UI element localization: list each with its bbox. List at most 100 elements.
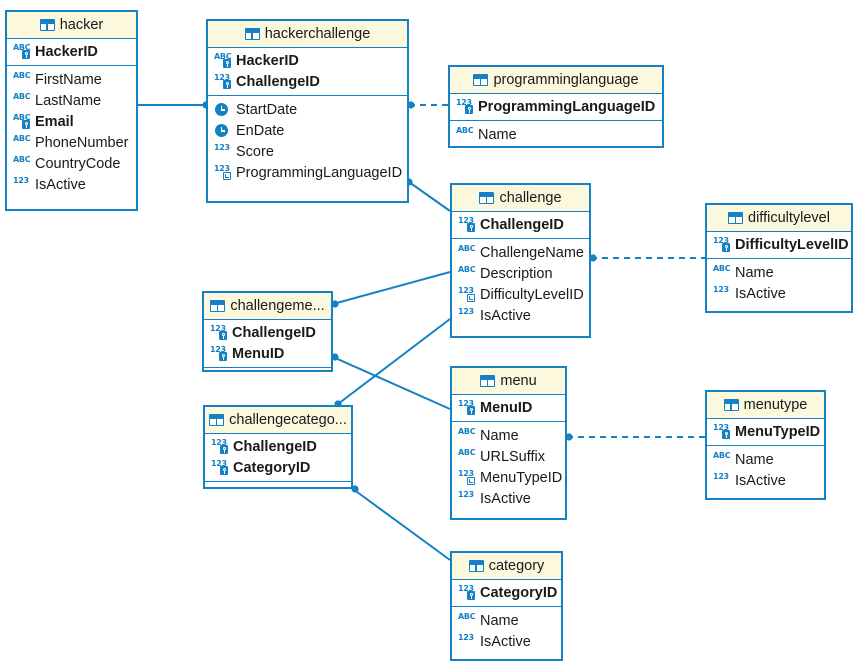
field-label: CategoryID [233,459,311,476]
entity-title-bar[interactable]: difficultylevel [707,205,851,232]
text-icon [458,265,475,282]
field-label: ChallengeID [480,216,564,233]
field-label: IsActive [735,472,786,489]
entity-column-field[interactable]: Name [707,262,851,283]
entity-column-field[interactable]: DifficultyLevelID [452,284,589,305]
entity-title-label: challengecatego... [229,412,347,428]
entity-key-field[interactable]: DifficultyLevelID [707,234,851,255]
entity-key-section: MenuID [452,395,565,422]
text-icon [456,126,473,143]
entity-key-field[interactable]: ChallengeID [208,71,407,92]
entity-column-field[interactable]: ProgrammingLanguageID [208,162,407,183]
entity-key-field[interactable]: MenuTypeID [707,421,824,442]
entity-column-field[interactable]: IsActive [452,305,589,326]
table-icon [209,414,225,426]
entity-key-field[interactable]: CategoryID [452,582,561,603]
entity-column-field[interactable]: FirstName [7,69,136,90]
entity-column-field[interactable]: Email [7,111,136,132]
entity-table-menu[interactable]: menuMenuID NameURLSuffixMenuTypeID IsActiv… [450,366,567,520]
entity-title-bar[interactable]: menu [452,368,565,395]
text-icon [13,92,30,109]
entity-column-section: FirstNameLastNameEmailPhoneNumberCountry… [7,66,136,199]
entity-column-field[interactable]: Name [450,124,662,145]
relationship-line-hackerchallenge-challenge[interactable] [408,181,451,212]
entity-table-hacker[interactable]: hackerHackerID FirstNameLastNameEmailPhon… [5,10,138,211]
entity-column-field[interactable]: IsActive [452,488,565,509]
relationship-line-challengemenu-challenge[interactable] [332,271,451,305]
field-label: IsActive [480,490,531,507]
field-label: MenuTypeID [480,469,563,486]
entity-column-field[interactable]: URLSuffix [452,446,565,467]
entity-table-hackerchallenge[interactable]: hackerchallengeHackerIDChallengeID StartD… [206,19,409,203]
entity-table-challengemenu[interactable]: challengeme...ChallengeIDMenuID [202,291,333,372]
relationship-line-challengecategory-category[interactable] [352,488,451,561]
entity-key-field[interactable]: MenuID [452,397,565,418]
field-label: EnDate [236,122,285,139]
field-label: HackerID [35,43,98,60]
entity-title-label: menu [500,373,537,389]
entity-key-field[interactable]: CategoryID [205,457,351,478]
entity-column-field[interactable]: IsActive [707,283,851,304]
entity-table-challengecategory[interactable]: challengecatego... ChallengeID CategoryID [203,405,353,489]
number-key-icon [458,399,475,416]
field-label: Name [480,612,519,629]
entity-title-bar[interactable]: challengecatego... [205,407,351,434]
entity-column-field[interactable]: IsActive [452,631,561,652]
entity-column-section: NameIsActive [707,446,824,495]
field-label: DifficultyLevelID [480,286,584,303]
entity-key-field[interactable]: ChallengeID [452,214,589,235]
entity-title-bar[interactable]: challenge [452,185,589,212]
relationship-line-challengemenu-menu[interactable] [332,356,451,410]
field-label: Email [35,113,74,130]
field-label: DifficultyLevelID [735,236,849,253]
field-label: Description [480,265,553,282]
entity-key-section: ProgrammingLanguageID [450,94,662,121]
entity-column-field[interactable]: CountryCode [7,153,136,174]
text-icon [458,612,475,629]
entity-title-bar[interactable]: hacker [7,12,136,39]
entity-key-field[interactable]: HackerID [208,50,407,71]
entity-key-field[interactable]: ChallengeID [205,436,351,457]
entity-table-category[interactable]: categoryCategoryID NameIsActive [450,551,563,661]
entity-key-field[interactable]: MenuID [204,343,331,364]
entity-column-field[interactable]: Score [208,141,407,162]
entity-column-section: NameURLSuffixMenuTypeID IsActive [452,422,565,513]
entity-title-bar[interactable]: programminglanguage [450,67,662,94]
entity-key-field[interactable]: ProgrammingLanguageID [450,96,662,117]
entity-column-field[interactable]: IsActive [7,174,136,195]
field-label: CategoryID [480,584,558,601]
number-icon [458,307,475,324]
entity-column-field[interactable]: Name [707,449,824,470]
field-label: ProgrammingLanguageID [236,164,403,181]
entity-key-field[interactable]: ChallengeID [204,322,331,343]
entity-column-field[interactable]: EnDate [208,120,407,141]
entity-column-field[interactable]: Name [452,610,561,631]
entity-title-label: difficultylevel [748,210,830,226]
field-label: IsActive [35,176,86,193]
field-label: FirstName [35,71,102,88]
field-label: ProgrammingLanguageID [478,98,656,115]
entity-column-field[interactable]: LastName [7,90,136,111]
relationship-line-challengecategory-challenge[interactable] [337,318,451,405]
entity-column-field[interactable]: Description [452,263,589,284]
entity-key-field[interactable]: HackerID [7,41,136,62]
entity-title-bar[interactable]: hackerchallenge [208,21,407,48]
entity-column-field[interactable]: StartDate [208,99,407,120]
entity-column-field[interactable]: ChallengeName [452,242,589,263]
entity-column-field[interactable]: IsActive [707,470,824,491]
number-key-icon [211,438,228,455]
table-icon [723,399,739,411]
entity-table-difficultylevel[interactable]: difficultylevelDifficultyLevelID NameIsAc… [705,203,853,313]
number-key-icon [211,459,228,476]
entity-title-bar[interactable]: challengeme... [204,293,331,320]
entity-column-field[interactable]: Name [452,425,565,446]
entity-table-challenge[interactable]: challengeChallengeID ChallengeNameDescrip… [450,183,591,338]
field-label: ChallengeName [480,244,584,261]
entity-column-field[interactable]: MenuTypeID [452,467,565,488]
entity-table-programminglanguage[interactable]: programminglanguageProgrammingLanguageID… [448,65,664,148]
entity-column-field[interactable]: PhoneNumber [7,132,136,153]
entity-table-menutype[interactable]: menutypeMenuTypeID NameIsActive [705,390,826,500]
entity-column-section: StartDateEnDateScoreProgrammingLanguageI… [208,96,407,187]
entity-title-bar[interactable]: category [452,553,561,580]
entity-title-bar[interactable]: menutype [707,392,824,419]
